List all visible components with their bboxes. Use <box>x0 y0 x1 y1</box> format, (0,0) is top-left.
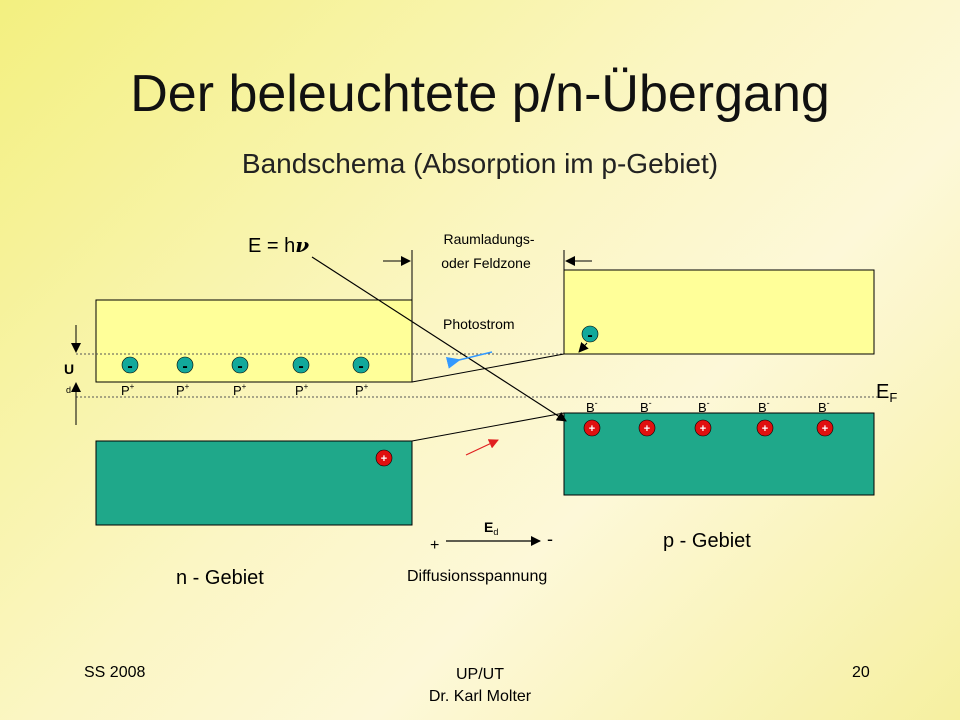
acceptor-ion: B- <box>640 398 652 415</box>
svg-text:B-: B- <box>698 398 710 415</box>
voltage-subscript: d <box>66 385 71 395</box>
field-minus: - <box>547 529 553 549</box>
svg-text:B-: B- <box>586 398 598 415</box>
electron: - <box>292 356 310 375</box>
donor-ion: P+ <box>121 382 135 398</box>
photon-energy-label: E = hν <box>248 233 309 257</box>
hole: + <box>583 419 601 437</box>
svg-text:-: - <box>587 327 592 344</box>
svg-text:-: - <box>237 358 242 375</box>
svg-text:+: + <box>700 423 706 435</box>
donor-ion: P+ <box>233 382 247 398</box>
n-region-label: n - Gebiet <box>176 567 264 589</box>
zone-label-line2: oder Feldzone <box>441 255 531 271</box>
svg-text:-: - <box>182 358 187 375</box>
hole: + <box>756 419 774 437</box>
svg-text:B-: B- <box>640 398 652 415</box>
svg-text:P+: P+ <box>121 382 135 398</box>
photon-arrow <box>311 256 567 422</box>
acceptor-ion: B- <box>586 398 598 415</box>
hole: + <box>638 419 656 437</box>
footer-author: UP/UT Dr. Karl Molter <box>380 664 580 708</box>
p-conduction-band <box>563 269 875 355</box>
acceptor-ion: B- <box>698 398 710 415</box>
svg-text:P+: P+ <box>233 382 247 398</box>
svg-text:+: + <box>644 423 650 435</box>
conduction-band-bending <box>411 353 565 383</box>
electron-to-edge-arrow <box>578 341 589 353</box>
photo-electron: - <box>581 325 599 344</box>
hole-drift-arrow <box>465 439 499 456</box>
photo-hole: + <box>375 449 393 467</box>
svg-text:B-: B- <box>758 398 770 415</box>
fermi-level-label: EF <box>876 381 897 405</box>
svg-text:+: + <box>822 423 828 435</box>
electron: - <box>121 356 139 375</box>
donor-ion: P+ <box>176 382 190 398</box>
svg-text:B-: B- <box>818 398 830 415</box>
field-label: Ed <box>484 519 498 537</box>
svg-text:+: + <box>762 423 768 435</box>
voltage-label: U <box>64 361 74 377</box>
svg-text:+: + <box>589 423 595 435</box>
footer-page-number: 20 <box>852 664 870 681</box>
n-valence-band <box>95 440 413 526</box>
footer-semester: SS 2008 <box>84 664 146 681</box>
valence-band-bending <box>411 412 565 442</box>
donor-ion: P+ <box>355 382 369 398</box>
donor-ion: P+ <box>295 382 309 398</box>
acceptor-ion: B- <box>758 398 770 415</box>
footer-course: UP/UT <box>456 666 504 683</box>
svg-text:P+: P+ <box>355 382 369 398</box>
slide-subtitle: Bandschema (Absorption im p-Gebiet) <box>241 148 719 179</box>
svg-text:P+: P+ <box>176 382 190 398</box>
svg-text:-: - <box>298 358 303 375</box>
footer-author-name: Dr. Karl Molter <box>428 688 532 705</box>
svg-text:-: - <box>358 358 363 375</box>
photocurrent-label: Photostrom <box>443 316 515 332</box>
zone-label-line1: Raumladungs- <box>443 231 534 247</box>
photocurrent-arrow <box>445 351 493 369</box>
electron: - <box>176 356 194 375</box>
svg-text:P+: P+ <box>295 382 309 398</box>
diffusion-voltage-label: Diffusionsspannung <box>407 568 547 585</box>
svg-text:-: - <box>127 358 132 375</box>
hole: + <box>816 419 834 437</box>
slide-title: Der beleuchtete p/n-Übergang <box>130 65 830 123</box>
acceptor-ion: B- <box>818 398 830 415</box>
field-plus: + <box>430 537 439 554</box>
p-region-label: p - Gebiet <box>663 530 751 552</box>
hole: + <box>694 419 712 437</box>
svg-text:+: + <box>381 453 387 465</box>
electron: - <box>231 356 249 375</box>
electron: - <box>352 356 370 375</box>
